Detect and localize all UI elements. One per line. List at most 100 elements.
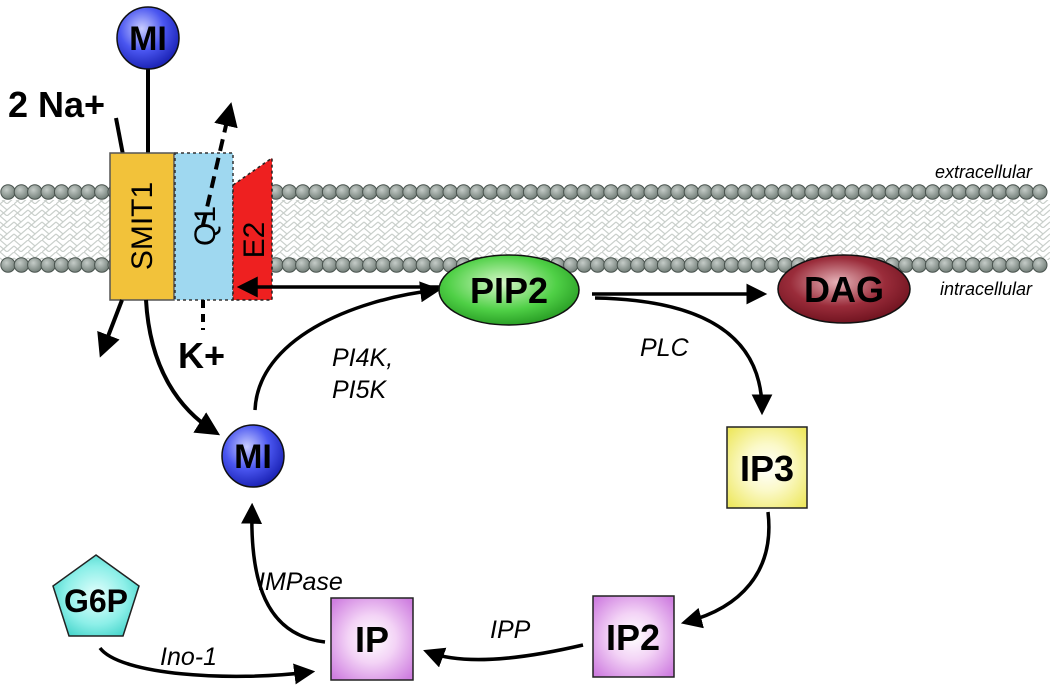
lipid-head	[509, 184, 525, 200]
g6p-to-ip-arrow	[98, 646, 316, 685]
lipid-head	[348, 257, 365, 273]
lipid-head	[978, 184, 994, 200]
lipid-head	[1032, 257, 1048, 273]
lipid-head	[697, 184, 713, 200]
lipid-head	[764, 257, 780, 273]
lipid-head	[831, 184, 847, 200]
lipid-head	[817, 184, 834, 200]
lipid-head	[857, 184, 874, 200]
lipid-head	[603, 184, 619, 200]
pi4k-label: PI4K,	[332, 344, 393, 372]
lipid-head	[362, 184, 378, 200]
lipid-head	[683, 257, 700, 273]
lipid-head	[335, 184, 351, 200]
lipid-head	[455, 184, 472, 200]
e2-label: E2	[238, 222, 271, 259]
lipid-head	[924, 184, 941, 200]
lipid-head	[978, 257, 994, 273]
lipid-head	[469, 184, 485, 200]
lipid-head	[603, 257, 619, 273]
lipid-head	[589, 257, 606, 273]
smit1-label: SMIT1	[126, 182, 159, 270]
lipid-head	[630, 257, 646, 273]
lipid-head	[670, 257, 686, 273]
ip-to-mi-arrow	[241, 502, 326, 644]
lipid-head	[482, 184, 499, 200]
lipid-head	[616, 184, 633, 200]
lipid-head	[321, 184, 338, 200]
mi-extracellular-node: MI	[116, 6, 180, 70]
lipid-head	[0, 257, 16, 273]
lipid-head	[884, 184, 901, 200]
lipid-head	[656, 184, 673, 200]
lipid-head	[777, 184, 793, 200]
lipid-head	[522, 184, 539, 200]
lipid-head	[67, 184, 83, 200]
ip3-to-ip2-arrow	[680, 511, 771, 629]
lipid-head	[951, 184, 968, 200]
lipid-head	[643, 257, 659, 273]
lipid-head	[94, 184, 110, 200]
lipid-head	[0, 184, 16, 200]
lipid-head	[723, 184, 740, 200]
pi5k-label: PI5K	[332, 376, 388, 404]
mi-intracellular-label: MI	[234, 438, 272, 476]
lipid-head	[991, 184, 1008, 200]
lipid-head	[965, 184, 981, 200]
ip2-label: IP2	[606, 617, 660, 658]
mi-uptake-arrow	[144, 299, 221, 436]
lipid-head	[94, 257, 110, 273]
ino1-label: Ino-1	[160, 643, 217, 671]
lipid-head	[965, 257, 981, 273]
lipid-head	[616, 257, 633, 273]
lipid-head	[429, 257, 445, 273]
ip2-to-ip-arrow	[423, 643, 584, 668]
lipid-head	[281, 184, 298, 200]
lipid-head	[576, 257, 592, 273]
ip3-label: IP3	[740, 448, 794, 489]
lipid-head	[321, 257, 338, 273]
lipid-head	[335, 257, 351, 273]
lipid-head	[348, 184, 365, 200]
pip2-node: PIP2	[438, 254, 580, 326]
smit1-transporter: SMIT1	[109, 152, 175, 301]
lipid-head	[737, 257, 753, 273]
lipid-head	[630, 184, 646, 200]
intracellular-label: intracellular	[940, 279, 1033, 299]
impase-label: IMPase	[258, 568, 343, 596]
lipid-head	[1032, 184, 1048, 200]
membrane-outer-leaflet	[0, 184, 1048, 200]
lipid-head	[53, 257, 70, 273]
lipid-head	[53, 184, 70, 200]
lipid-head	[1005, 257, 1021, 273]
lipid-head	[402, 257, 418, 273]
lipid-head	[536, 184, 552, 200]
lipid-head	[844, 184, 860, 200]
extracellular-label: extracellular	[935, 162, 1033, 182]
lipid-head	[938, 184, 954, 200]
sodium-label: 2 Na+	[8, 84, 105, 125]
lipid-head	[375, 184, 391, 200]
lipid-head	[13, 257, 30, 273]
lipid-head	[40, 257, 56, 273]
mi-intracellular-node: MI	[221, 424, 285, 488]
lipid-head	[991, 257, 1008, 273]
mi-extracellular-label: MI	[129, 20, 167, 58]
ip2-node: IP2	[592, 595, 675, 678]
lipid-head	[924, 257, 941, 273]
e2-subunit: E2	[232, 156, 273, 301]
lipid-head	[295, 184, 311, 200]
lipid-head	[697, 257, 713, 273]
lipid-head	[549, 184, 566, 200]
lipid-head	[80, 257, 97, 273]
ip3-node: IP3	[726, 426, 808, 509]
lipid-head	[683, 184, 700, 200]
lipid-head	[938, 257, 954, 273]
lipid-head	[281, 257, 298, 273]
potassium-label: K+	[178, 335, 225, 376]
lipid-head	[308, 257, 324, 273]
lipid-head	[951, 257, 968, 273]
lipid-head	[710, 257, 726, 273]
lipid-head	[1018, 184, 1035, 200]
